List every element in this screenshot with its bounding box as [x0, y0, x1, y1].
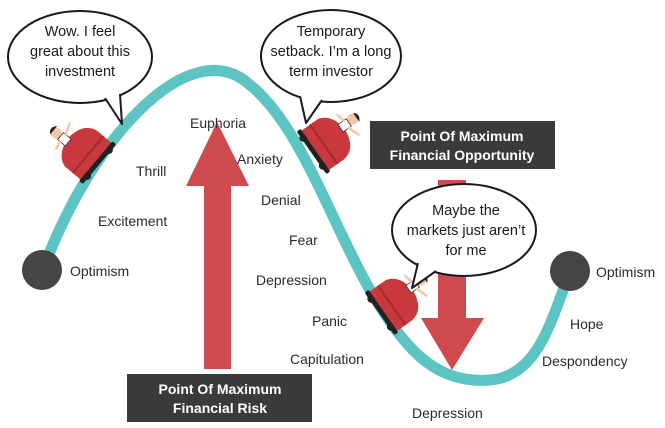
max-opportunity-box: Point Of Maximum Financial Opportunity — [370, 121, 555, 169]
arrow-up-icon — [186, 122, 249, 369]
max-risk-line-2: Financial Risk — [173, 400, 267, 416]
max-risk-line-1: Point Of Maximum — [159, 381, 282, 397]
label-denial: Denial — [261, 192, 301, 208]
emotion-cycle-curve — [37, 65, 578, 386]
label-depression-mid: Depression — [256, 272, 327, 288]
bubble-right-line-2: markets just aren’t — [407, 223, 525, 239]
label-anxiety: Anxiety — [237, 151, 283, 167]
label-optimism-start: Optimism — [70, 263, 129, 279]
label-excitement: Excitement — [98, 213, 167, 229]
label-optimism-end: Optimism — [596, 264, 655, 280]
roller-coaster-car-icon — [35, 104, 120, 187]
max-risk-box: Point Of Maximum Financial Risk — [127, 374, 312, 422]
label-hope: Hope — [570, 316, 604, 332]
bubble-top-middle-line-2: setback. I’m a long — [271, 44, 392, 60]
end-point-marker — [550, 251, 590, 291]
label-panic: Panic — [312, 313, 347, 329]
speech-bubble-top-left: Wow. I feel great about this investment — [7, 10, 153, 125]
speech-bubble-right: Maybe the markets just aren’t for me — [391, 183, 537, 289]
label-capitulation: Capitulation — [290, 351, 364, 367]
bubble-top-middle-line-1: Temporary — [297, 24, 366, 40]
label-depression-bottom: Depression — [412, 405, 483, 421]
label-euphoria: Euphoria — [190, 115, 246, 131]
bubble-top-left-line-2: great about this — [30, 44, 130, 60]
bubble-top-middle-line-3: term investor — [289, 64, 373, 80]
speech-bubble-top-middle: Temporary setback. I’m a long term inves… — [260, 9, 402, 124]
label-fear: Fear — [289, 232, 318, 248]
max-opportunity-line-2: Financial Opportunity — [390, 147, 535, 163]
bubble-top-left-line-1: Wow. I feel — [45, 24, 116, 40]
bubble-right-line-1: Maybe the — [432, 203, 500, 219]
label-thrill: Thrill — [136, 163, 166, 179]
bubble-top-left-line-3: investment — [45, 64, 115, 80]
label-despondency: Despondency — [542, 353, 628, 369]
bubble-right-line-3: for me — [445, 243, 486, 259]
max-opportunity-line-1: Point Of Maximum — [401, 128, 524, 144]
start-point-marker — [22, 250, 62, 290]
